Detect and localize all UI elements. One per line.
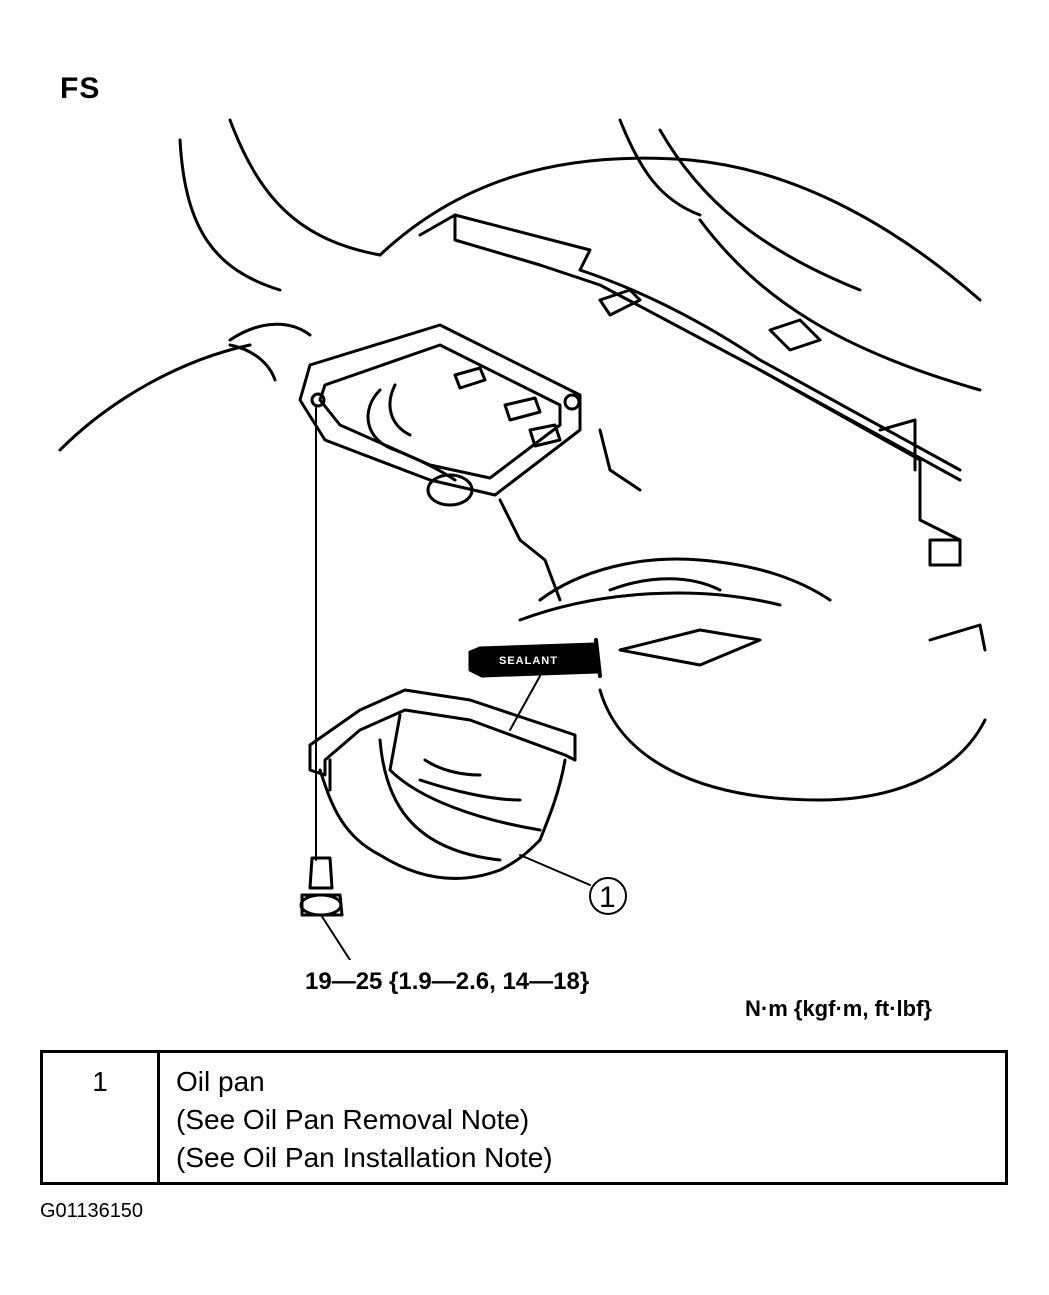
engine-block-outline — [418, 213, 987, 802]
torque-units-note: N·m {kgf·m, ft·lbf} — [745, 996, 932, 1021]
block-mating-flange — [298, 323, 582, 507]
callout-number: 1 — [599, 881, 616, 914]
vehicle-body-outline — [58, 118, 982, 452]
parts-legend-table: 1 Oil pan (See Oil Pan Removal Note) (Se… — [40, 1050, 1008, 1185]
oil-pan-exploded-illustration: SEALANT 1 — [58, 118, 987, 960]
oil-pan — [308, 688, 577, 880]
sealant-tube-icon: SEALANT — [468, 638, 602, 731]
legend-line-removal-note[interactable]: (See Oil Pan Removal Note) — [176, 1104, 530, 1135]
engine-code-label: FS — [60, 72, 101, 105]
legend-item-number: 1 — [40, 1050, 160, 1185]
callout-1: 1 — [519, 854, 627, 915]
legend-item-description: Oil pan (See Oil Pan Removal Note) (See … — [157, 1050, 1008, 1185]
oil-pan-bolt — [299, 856, 351, 960]
torque-specification: 19—25 {1.9—2.6, 14—18} — [305, 968, 590, 995]
table-row: 1 Oil pan (See Oil Pan Removal Note) (Se… — [40, 1050, 1008, 1185]
sealant-label: SEALANT — [499, 655, 558, 667]
legend-line-installation-note[interactable]: (See Oil Pan Installation Note) — [176, 1142, 553, 1173]
legend-line-part-name: Oil pan — [176, 1066, 265, 1097]
figure-id: G01136150 — [40, 1200, 144, 1222]
